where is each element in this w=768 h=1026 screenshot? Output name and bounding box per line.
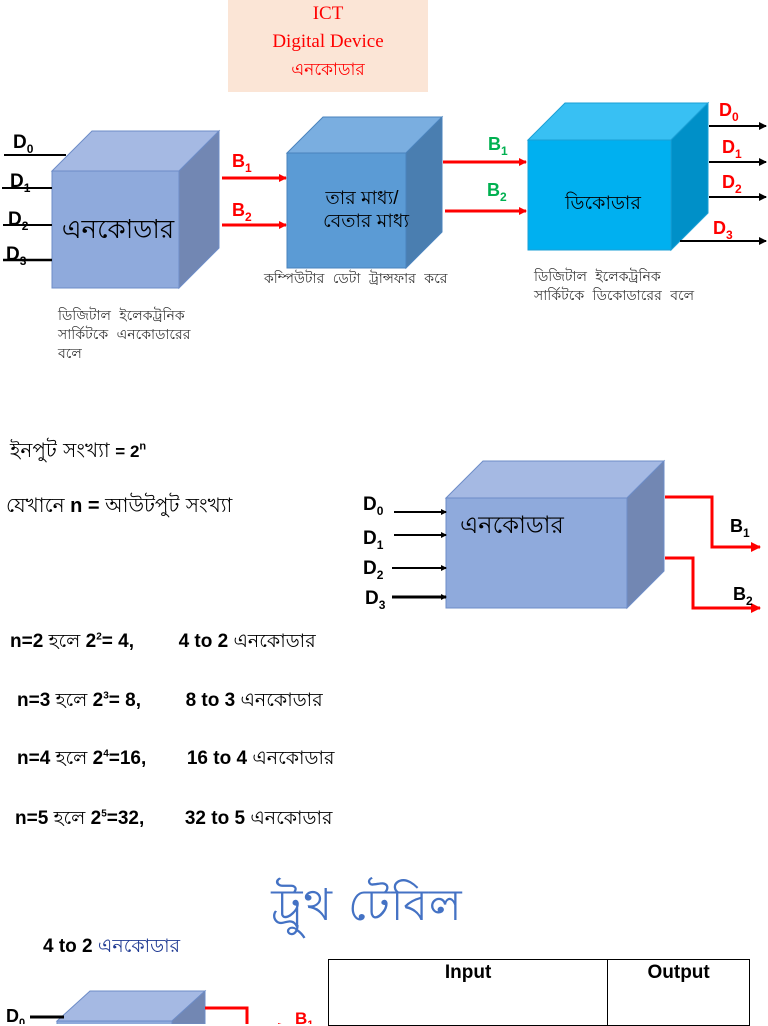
mid-encoder-inputs: D0 D1 D2 D3 [363, 494, 447, 612]
input-label-d3: D3 [6, 244, 27, 268]
channel-cube: তার মাধ্য/ বেতার মাধ্য [285, 115, 444, 270]
example-word: হলে [53, 807, 86, 829]
decoder-caption-line: ডিজিটাল ইলেকট্রনিক [534, 269, 661, 285]
channel-label-line2: বেতার মাধ্য [323, 211, 409, 232]
example-word: হলে [55, 689, 88, 711]
example-label: এনকোডার [233, 630, 316, 652]
mid-encoder-diagram: এনকোডার D0 D1 D2 D3 B1 B2 [363, 459, 761, 613]
title-line-ict: ICT [312, 3, 344, 24]
example-line: n=2 হলে 22= 4, 4 to 2 এনকোডার [10, 627, 316, 659]
mid-encoder-outputs: B1 B2 [665, 495, 761, 613]
formula-line-2: যেখানে n = আউটপুট সংখ্যা [6, 491, 232, 524]
truth-table-title: ট্রুথ টেবিল [271, 880, 463, 931]
subtitle-label: এনকোডার [97, 936, 181, 957]
example-power: 22= 4, [85, 631, 134, 652]
formula-equation: = 2 [115, 442, 140, 461]
encoder-caption-line: সার্কিটকে এনকোডারের [58, 327, 191, 343]
mid-input-label-d2: D2 [363, 558, 384, 582]
decoder-cube: ডিকোডার [526, 101, 710, 252]
mid-input-label-d1: D1 [363, 528, 384, 552]
example-word: হলে [48, 630, 81, 652]
mid-encoder-label: এনকোডার [460, 512, 565, 539]
mid-encoder-cube: এনকোডার [444, 459, 666, 610]
channel-caption: কম্পিউটার ডেটা ট্রান্সফার করে [264, 271, 448, 287]
channel-output-label-b1: B1 [488, 134, 508, 158]
channel-output-arrows: B1 B2 [443, 134, 527, 215]
formula-output-count-label: আউটপুট সংখ্যা [105, 493, 233, 517]
example-power: 25=32, [90, 808, 145, 829]
input-label-d1: D1 [10, 171, 31, 195]
mid-input-label-d3: D3 [365, 588, 386, 612]
truth-table-header-output: Output [607, 959, 750, 1026]
truth-encoder-diagram: D0 B1 [6, 989, 313, 1024]
decoder-label: ডিকোডার [564, 192, 641, 214]
formula-exponent: n [139, 440, 147, 453]
truth-table-header-row: Input Output [327, 959, 750, 1026]
example-line: n=4 হলে 24=16, 16 to 4 এনকোডার [17, 744, 335, 776]
input-label-d0: D0 [13, 132, 34, 156]
mid-output-label-b2: B2 [733, 584, 753, 608]
title-line-digital-device: Digital Device [272, 31, 384, 52]
example-type: 4 to 2 [178, 631, 229, 652]
title-box: ICT Digital Device এনকোডার [228, 0, 428, 92]
truth-input-label-d0: D0 [6, 1006, 25, 1024]
example-n: n=4 [17, 748, 51, 769]
output-label-b1: B1 [232, 151, 252, 175]
channel-label-line1: তার মাধ্য/ [325, 188, 400, 209]
encoder-caption-line: ডিজিটাল ইলেকট্রনিক [58, 308, 185, 324]
example-label: এনকোডার [240, 689, 323, 711]
encoder-inputs: D0 D1 D2 D3 [2, 132, 66, 268]
decoder-caption-line: সার্কিটকে ডিকোডারের বলে [534, 288, 695, 304]
example-power: 23= 8, [92, 690, 141, 711]
example-label: এনকোডার [252, 747, 335, 769]
encoder-label: এনকোডার [62, 214, 175, 244]
decoder-caption: ডিজিটাল ইলেকট্রনিক সার্কিটকে ডিকোডারের ব… [534, 268, 694, 306]
decoder-output-label-d1: D1 [722, 137, 742, 161]
encoder-cube: এনকোডার [50, 129, 221, 290]
mid-output-label-b1: B1 [730, 516, 750, 540]
example-n: n=3 [17, 690, 51, 711]
truth-table-subtitle: 4 to 2 এনকোডার [43, 932, 180, 964]
truth-output-label-b1: B1 [295, 1009, 313, 1024]
title-line-encoder: এনকোডার [291, 60, 365, 80]
encoder-caption-line: বলে [58, 346, 82, 362]
formula-line-1: ইনপুট সংখ্যা = 2n [10, 436, 146, 469]
subtitle-prefix: 4 to 2 [43, 936, 93, 957]
decoder-output-label-d3: D3 [713, 218, 733, 242]
formula-input-count-label: ইনপুট সংখ্যা [10, 438, 110, 462]
top-diagram: এনকোডার D0 D1 D2 D3 B1 B2 তার মাধ্য/ বেত… [2, 100, 767, 290]
mid-input-label-d0: D0 [363, 494, 384, 518]
example-power: 24=16, [92, 748, 147, 769]
example-type: 8 to 3 [185, 690, 236, 711]
example-word: হলে [55, 747, 88, 769]
encoder-caption: ডিজিটাল ইলেকট্রনিক সার্কিটকে এনকোডারের ব… [58, 307, 190, 364]
example-label: এনকোডার [250, 807, 333, 829]
formula-where-label: যেখানে [6, 493, 65, 517]
truth-table: Input Output [327, 959, 750, 1026]
decoder-output-label-d0: D0 [719, 100, 739, 124]
channel-output-label-b2: B2 [487, 180, 507, 204]
truth-encoder-cube [55, 989, 207, 1024]
input-label-d2: D2 [8, 209, 29, 233]
example-line: n=5 হলে 25=32, 32 to 5 এনকোডার [15, 804, 333, 836]
encoder-output-arrows: B1 B2 [222, 151, 287, 229]
truth-table-header-input: Input [327, 959, 609, 1026]
example-line: n=3 হলে 23= 8, 8 to 3 এনকোডার [17, 686, 323, 718]
example-n: n=5 [15, 808, 49, 829]
decoder-outputs: D0 D1 D2 D3 [680, 100, 767, 245]
example-n: n=2 [10, 631, 44, 652]
example-type: 32 to 5 [184, 808, 246, 829]
truth-output-line [205, 1006, 249, 1024]
output-label-b2: B2 [232, 200, 252, 224]
formula-variable: n = [70, 495, 100, 517]
decoder-output-label-d2: D2 [722, 172, 742, 196]
example-type: 16 to 4 [186, 748, 248, 769]
